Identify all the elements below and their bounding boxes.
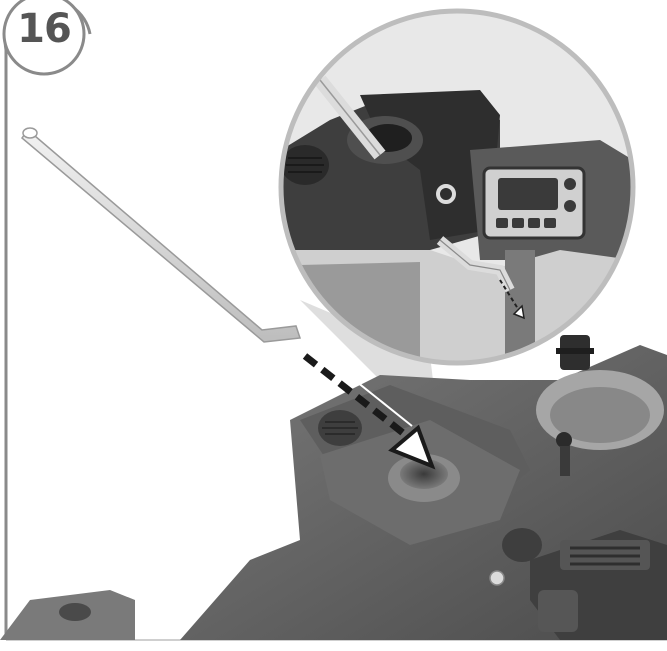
wing-nut — [489, 570, 505, 586]
step-circle-icon — [2, 0, 92, 78]
car-body — [0, 335, 667, 640]
right-grille — [502, 528, 542, 562]
bolt — [556, 432, 572, 448]
step-number: 16 — [17, 6, 72, 52]
magnifier-callout-icon — [278, 8, 636, 366]
insert-arrow-icon — [302, 345, 436, 470]
steering-rod — [20, 127, 302, 343]
